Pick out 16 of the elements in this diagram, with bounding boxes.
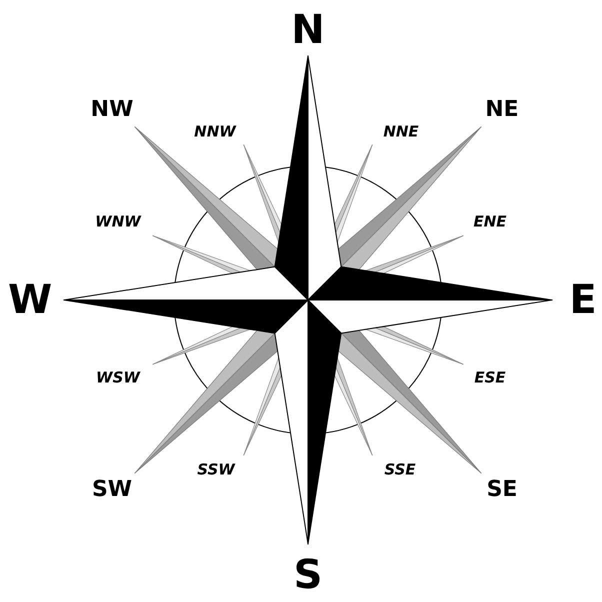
direction-label: NE [485,99,519,121]
direction-label: NNW [194,124,236,140]
direction-label: NW [90,99,134,121]
direction-label: SSW [197,462,235,478]
direction-label: ENE [473,214,507,230]
direction-label: SSE [384,462,416,478]
direction-label: NNE [383,124,419,140]
direction-label: SE [486,479,518,501]
direction-label: S [294,555,322,595]
direction-label: W [8,280,52,320]
direction-label: N [291,10,325,50]
direction-label: SW [92,479,132,501]
direction-label: WSW [96,370,140,386]
direction-label: WNW [95,214,141,230]
direction-label: ESE [474,370,506,386]
direction-label: E [569,280,597,320]
